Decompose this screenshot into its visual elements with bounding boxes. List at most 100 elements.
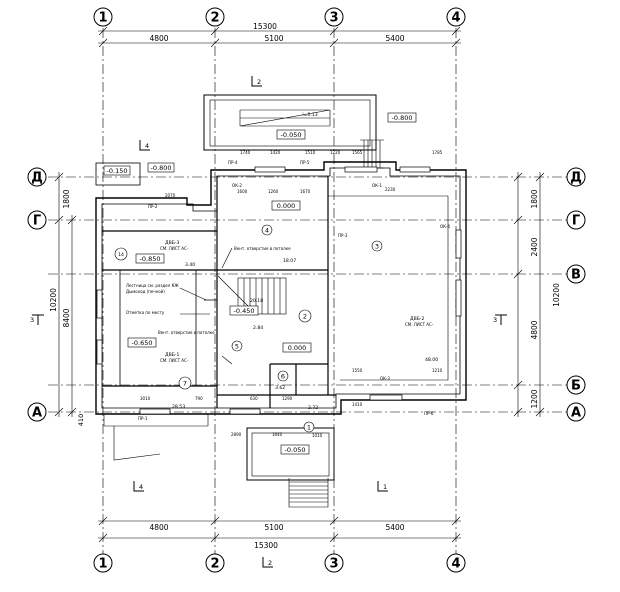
jumper-pr3: ПР-3 [338,233,348,238]
dim-overall-top: 15300 [253,22,277,31]
dim-right-1200: 1200 [530,389,539,408]
area-h: 2.84 [253,325,263,331]
wall-dim-8: 1260 [268,189,279,194]
wall-dim-4: 1565 [352,150,363,155]
elev-north-outer: -0.800 [392,114,413,122]
section-4-top: 4 [145,142,149,150]
section-3-right: 3 [493,316,497,324]
dim-right-4800: 4800 [530,320,539,339]
dim-span-1-top: 4800 [149,34,168,43]
section-3-left: 3 [30,316,34,324]
elev-room4: 0.000 [277,202,296,210]
area-d: 18.07 [283,258,296,264]
dim-right-overall: 10200 [552,283,561,307]
elev-room2: 0.000 [288,344,307,352]
wall-dim-18: 790 [195,396,203,401]
note-vent-top: Вент. отверстие в потолке [234,246,291,251]
wall-dim-6: 2070 [165,193,176,198]
section-2-top: 2 [257,78,261,86]
dim-left-1800: 1800 [62,189,71,208]
note-heater: Дымоход (печной) [126,289,165,294]
note-vent-bottom: Вент. отверстие в потолке [158,330,215,335]
elev-west-top: -0.150 [107,167,128,175]
elevation-tags [103,112,417,455]
door-dvb1: ДВБ-1 [165,352,180,358]
axis-row-d-right: Д [570,171,582,186]
axis-bubbles-right: Д Г В Б А [566,167,586,422]
dim-right-1800: 1800 [530,189,539,208]
jumper-pr4: ПР-4 [228,160,238,165]
elev-west-top2: -0.800 [151,164,172,172]
room-5: 5 [235,343,239,351]
axis-row-a-right: А [571,406,581,421]
door-dvb1-ref: СМ. ЛИСТ АС- [160,358,189,363]
window-mark-ok1: ОК-1 [372,183,382,188]
wall-dim-12: 1010 [312,433,323,438]
door-dvb3: ДВБ-3 [165,240,180,246]
wall-dim-17: 3010 [140,396,151,401]
dim-span-2-top: 5100 [264,34,283,43]
notes: Вент. отверстие в потолке Вент. отверсти… [126,246,291,335]
wall-dim-13: 1550 [352,368,363,373]
elev-room14: -0.850 [140,255,161,263]
dim-span-2-bottom: 5100 [264,523,283,532]
wall-dim-20: 1290 [282,396,293,401]
room-6: 6 [281,373,285,381]
axis-col-1-bottom: 1 [98,557,107,572]
area-c: 48.00 [425,357,438,363]
dim-left-410: 410 [77,414,85,426]
axis-row-g-left: Г [33,214,41,229]
axis-row-v-right: В [571,268,581,283]
area-e: 3.62 [275,385,285,391]
elev-room7: -0.650 [132,339,153,347]
dim-overall-bottom: 15300 [254,541,278,550]
wall-dim-19: 630 [250,396,258,401]
area-a: 3.40 [185,262,195,268]
wall-dim-15: 1410 [352,402,363,407]
axis-col-3-bottom: 3 [329,557,338,572]
dim-span-1-bottom: 4800 [149,523,168,532]
room-3: 3 [375,243,379,251]
jumper-pr2: ПР-2 [148,204,158,209]
area-g: 28.53 [172,404,185,410]
window-mark-ok3: ОК-3 [380,376,390,381]
window-mark-ok4: ОК-4 [440,224,450,229]
wall-dim-1: 1420 [270,150,281,155]
axis-col-4-top: 4 [451,11,460,26]
room-areas: 3.40 20.18 48.00 18.07 3.62 2.72 28.53 2… [172,258,438,411]
door-dvb2-ref: СМ. ЛИСТ АС- [405,322,434,327]
axis-col-4-bottom: 4 [451,557,460,572]
axis-col-1-top: 1 [98,11,107,26]
axis-row-b-right: Б [571,379,581,394]
elev-ramp: i=0.13 [302,112,317,118]
dimension-texts: 15300 4800 5100 5400 4800 5100 5400 1530… [49,22,561,550]
window-mark-ok2: ОК-2 [232,183,242,188]
room-1: 1 [307,424,311,432]
elev-stair: -0.450 [234,307,255,315]
axis-bubbles-top: 1 2 3 4 [93,7,466,27]
room-7: 7 [183,380,187,388]
dimension-lines [54,26,545,543]
dim-right-2400: 2400 [530,237,539,256]
wall-dim-7: 1600 [237,189,248,194]
leaders [179,247,233,365]
exterior-walls [95,94,467,508]
wall-dim-0: 1740 [240,150,251,155]
section-4-bottom: 4 [139,483,143,491]
dim-span-3-top: 5400 [385,34,404,43]
section-1-bottom: 1 [383,483,387,491]
section-labels: 2 4 3 3 4 1 2 [30,78,497,567]
jumper-pr1: ПР-1 [138,416,148,421]
dim-left-8400: 8400 [62,308,71,327]
axis-col-2-bottom: 2 [210,557,219,572]
jumper-pr6: ПР-6 [424,411,434,416]
door-dvb2: ДВБ-2 [410,316,425,322]
area-b: 20.18 [250,298,263,304]
windows [96,166,462,415]
wall-dim-14: 2890 [231,432,242,437]
axis-col-3-top: 3 [329,11,338,26]
elev-porch-south: -0.050 [285,446,306,454]
room-4: 4 [265,227,269,235]
door-dvb3-ref: СМ. ЛИСТ АС- [160,246,189,251]
axis-row-d-left: Д [31,171,43,186]
